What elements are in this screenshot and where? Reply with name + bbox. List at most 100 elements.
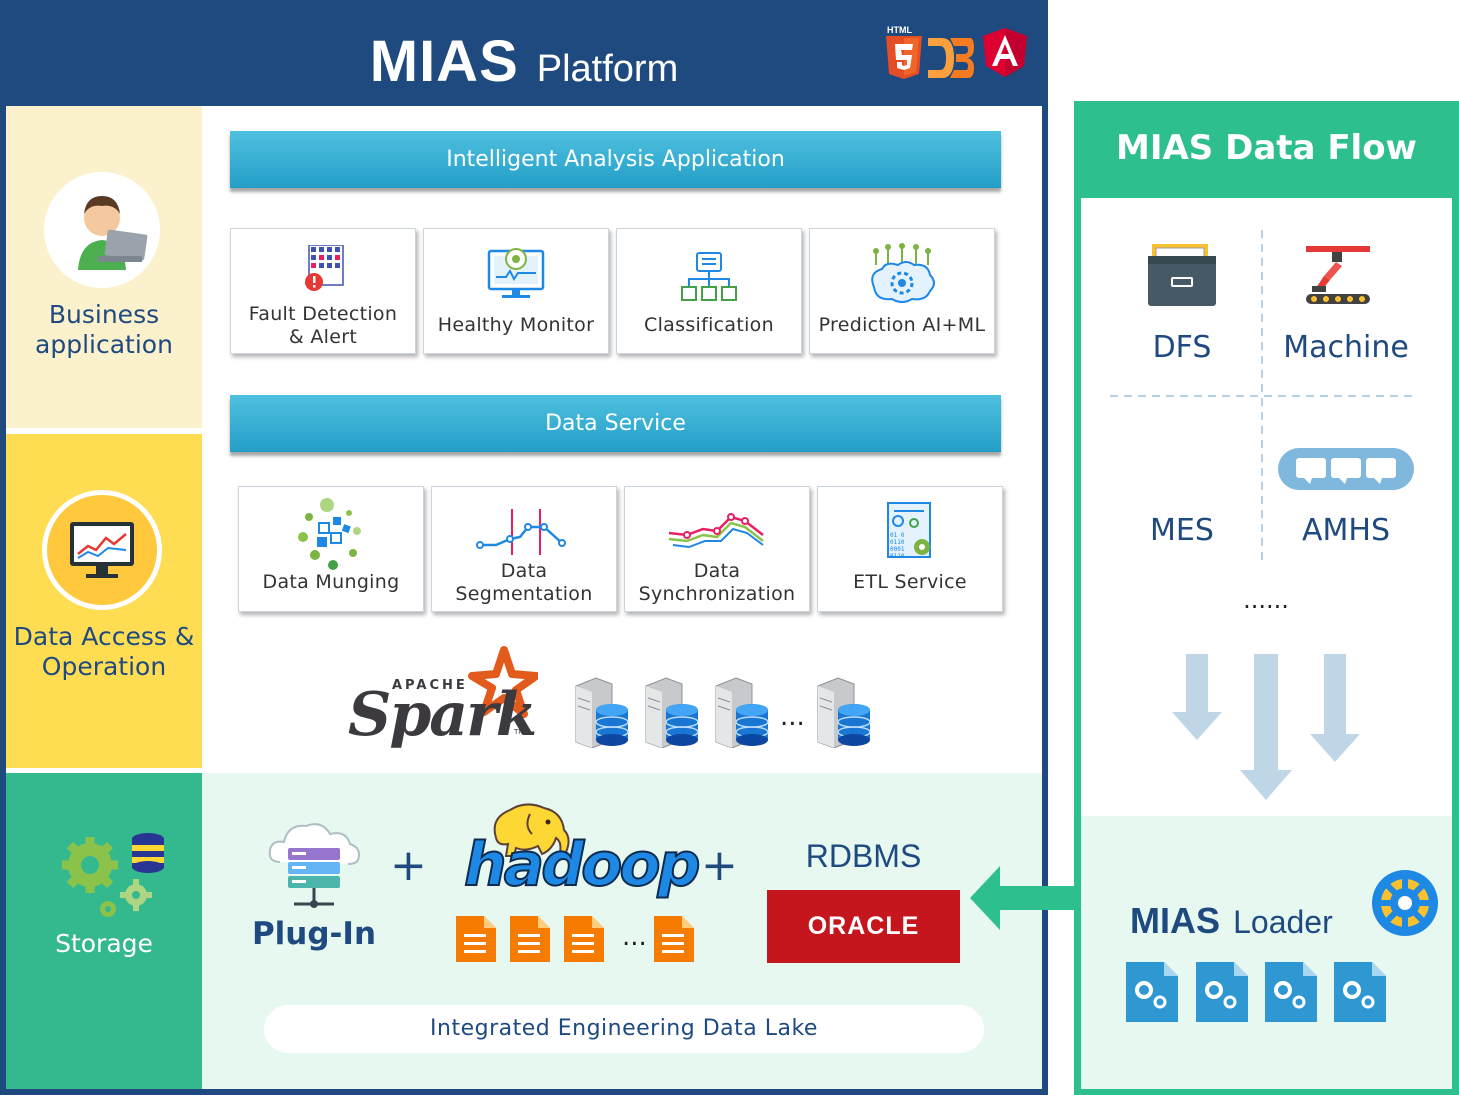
- file-icon: [564, 916, 604, 962]
- ai-brain-icon: [871, 243, 935, 303]
- config-file-icon: [1194, 960, 1250, 1024]
- plus-sign: +: [701, 840, 738, 891]
- monitor-avatar-circle: [42, 490, 162, 610]
- card-label: Classification: [644, 314, 774, 336]
- platform-title-bold: MIAS: [369, 29, 519, 94]
- source-machine-label: Machine: [1283, 330, 1409, 365]
- monitor-icon: [487, 248, 545, 298]
- card-data-munging[interactable]: Data Munging: [238, 486, 424, 612]
- card-data-synchronization[interactable]: Data Synchronization: [624, 486, 810, 612]
- user-laptop-icon: [78, 196, 148, 270]
- loader-gear-icon: [1372, 870, 1438, 936]
- server-db-icon: [645, 677, 699, 748]
- apache-spark-logo: APACHE Spark TM: [348, 646, 548, 750]
- intelligent-analysis-bar: Intelligent Analysis Application: [230, 131, 1001, 188]
- card-healthy-monitor[interactable]: Healthy Monitor: [423, 228, 609, 354]
- segmentation-icon: [476, 509, 566, 555]
- card-label: ETL Service: [853, 571, 967, 593]
- card-label: Data Munging: [262, 571, 400, 593]
- analytics-monitor-icon: [47, 495, 157, 605]
- loader-title-rest: Loader: [1233, 904, 1333, 940]
- svg-text:0110: 0110: [890, 553, 905, 560]
- file-icon: [654, 916, 694, 962]
- munging-icon: [298, 498, 361, 570]
- oracle-logo: ORACLE: [767, 890, 960, 963]
- svg-text:01 0: 01 0: [890, 532, 905, 539]
- card-label: Synchronization: [638, 583, 796, 605]
- config-file-icon: [1124, 960, 1180, 1024]
- rail-data-access: Data Access & Operation: [6, 434, 202, 768]
- data-service-bar: Data Service: [230, 395, 1001, 452]
- loader-to-rdbms-arrow: [970, 866, 1086, 930]
- html5-icon: HTML: [886, 25, 922, 79]
- card-label: Fault Detection: [248, 303, 398, 325]
- plugin-cloud-server-icon: [268, 823, 360, 908]
- svg-text:0001: 0001: [890, 546, 905, 553]
- spark-tm: TM: [514, 728, 525, 736]
- spark-name-text: Spark: [348, 680, 537, 750]
- data-lake-label: Integrated Engineering Data Lake: [264, 1005, 984, 1053]
- d3-icon: [928, 38, 974, 78]
- flow-down-arrows: [1172, 654, 1360, 800]
- etl-icon: 01 0 0110 0001 0110: [887, 502, 931, 560]
- plus-sign: +: [390, 840, 427, 891]
- server-db-icon: [575, 677, 629, 748]
- user-avatar-circle: [44, 172, 160, 288]
- fault-alert-icon: [305, 245, 344, 291]
- robot-machine-icon: [1306, 246, 1370, 304]
- card-label: Segmentation: [455, 583, 593, 605]
- card-label: Prediction AI+ML: [818, 314, 986, 336]
- card-label: & Alert: [288, 326, 358, 348]
- mias-loader-title: MIAS Loader: [1130, 900, 1333, 942]
- server-db-icon: [715, 677, 769, 748]
- card-prediction[interactable]: Prediction AI+ML: [809, 228, 995, 354]
- plugin-label: Plug-In: [251, 916, 377, 952]
- source-mes-label: MES: [1150, 513, 1214, 548]
- sync-icon: [668, 513, 764, 549]
- svg-text:HTML: HTML: [887, 25, 912, 35]
- platform-header: MIAS Platform HTML: [0, 0, 1048, 106]
- rail-business-label: Business application: [35, 300, 173, 359]
- card-data-segmentation[interactable]: Data Segmentation: [431, 486, 617, 612]
- svg-text:0110: 0110: [890, 539, 905, 546]
- file-cabinet-icon: [1148, 244, 1216, 306]
- rdbms-label: RDBMS: [805, 838, 922, 874]
- source-amhs-label: AMHS: [1301, 513, 1390, 548]
- card-etl-service[interactable]: 01 0 0110 0001 0110 ETL Service: [817, 486, 1003, 612]
- angular-icon: [983, 28, 1027, 77]
- rail-storage: Storage: [6, 773, 202, 1089]
- gears-database-icon: [62, 833, 164, 917]
- rail-storage-label: Storage: [55, 929, 153, 958]
- hadoop-elephant-icon: [493, 803, 570, 857]
- files-ellipsis: ...: [622, 922, 647, 952]
- spark-apache-text: APACHE: [392, 678, 468, 693]
- rail-data-access-label: Data Access & Operation: [13, 622, 195, 681]
- loader-title-bold: MIAS: [1130, 900, 1220, 941]
- server-db-icon: [817, 677, 871, 748]
- config-file-icon: [1332, 960, 1388, 1024]
- platform-title: MIAS Platform: [0, 28, 1048, 95]
- file-icon: [456, 916, 496, 962]
- hadoop-file-list: [456, 916, 694, 962]
- card-label: Data: [500, 560, 548, 582]
- config-file-icon: [1263, 960, 1319, 1024]
- source-dfs-label: DFS: [1152, 330, 1212, 365]
- data-flow-loader-area: [1081, 816, 1452, 1089]
- card-label: Healthy Monitor: [437, 314, 595, 336]
- rail-business-application: Business application: [6, 106, 202, 428]
- card-fault-detection[interactable]: Fault Detection & Alert: [230, 228, 416, 354]
- classification-icon: [681, 252, 737, 301]
- server-ellipsis: ...: [780, 702, 805, 732]
- loader-config-files: [1124, 960, 1388, 1024]
- spark-star-icon: [468, 646, 538, 718]
- amhs-rail-icon: [1278, 448, 1414, 490]
- card-label: Data: [693, 560, 741, 582]
- server-cluster: [575, 677, 871, 748]
- card-classification[interactable]: Classification: [616, 228, 802, 354]
- hadoop-wordmark: hadoop: [463, 829, 702, 901]
- platform-title-rest: Platform: [536, 48, 679, 90]
- file-icon: [510, 916, 550, 962]
- data-flow-title: MIAS Data Flow: [1116, 128, 1417, 168]
- sources-more-ellipsis: ......: [1243, 586, 1289, 614]
- tech-logos: HTML: [886, 25, 1027, 79]
